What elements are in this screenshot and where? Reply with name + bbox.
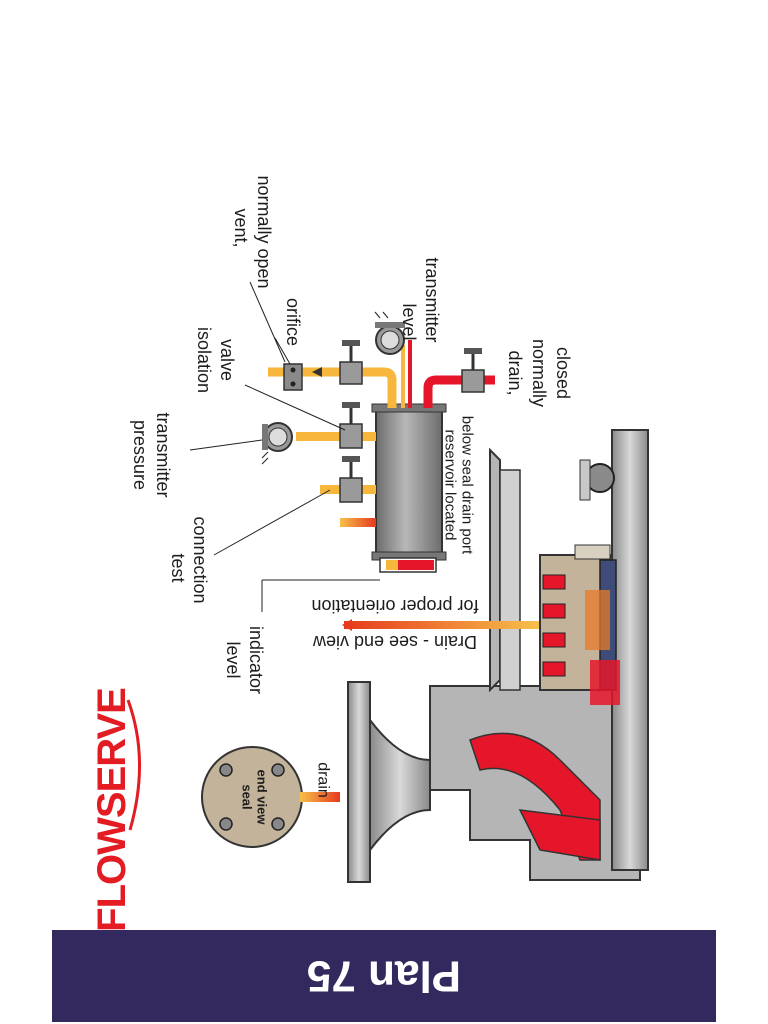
- label-drain-note-2: for proper orientation: [311, 596, 478, 616]
- label-vent-2: normally open: [254, 175, 274, 288]
- leader-vent: [249, 281, 286, 363]
- label-pressure-transmitter-1: pressure: [130, 420, 150, 490]
- seal-drain-arrow: [342, 619, 352, 631]
- title-banner: [52, 930, 716, 1022]
- label-level-indicator-1: level: [223, 641, 243, 678]
- level-transmitter: [374, 311, 405, 355]
- drain-valve: [461, 348, 485, 393]
- label-reservoir-2: below seal drain port: [459, 416, 476, 555]
- leader-test-connection: [213, 489, 331, 556]
- leader-isolation-valve: [244, 384, 346, 431]
- label-drain-closed-1: drain,: [505, 350, 525, 395]
- test-connection-valve: [339, 456, 363, 503]
- seal-drain-pipe: [344, 621, 539, 629]
- orifice: [283, 363, 303, 391]
- seal-end-view-line1: seal: [240, 784, 255, 809]
- seal-end-view: seal end view: [201, 746, 303, 848]
- logo-swoosh: [126, 699, 141, 831]
- label-test-connection-1: test: [168, 553, 188, 582]
- label-level-indicator-2: indicator: [246, 626, 266, 694]
- label-test-connection-2: connection: [190, 516, 210, 603]
- pressure-transmitter: [261, 422, 293, 465]
- end-view-drain-label: drain: [315, 762, 332, 798]
- leader-pressure-transmitter: [189, 439, 263, 451]
- label-drain-note-1: Drain - see end view: [312, 632, 477, 652]
- end-view-drain-pipe: [300, 792, 340, 802]
- page-title: Plan 75: [307, 952, 461, 1001]
- label-drain-closed-2: normally: [529, 339, 549, 407]
- mechanical-seal: [539, 544, 620, 705]
- drain-piping: [423, 375, 495, 408]
- reservoir: [371, 403, 447, 561]
- label-level-transmitter-2: transmitter: [422, 257, 442, 342]
- vent-valve: [339, 340, 363, 385]
- pump-casing: [347, 429, 649, 883]
- vent-piping: [268, 367, 397, 527]
- seal-end-view-line2: end view: [255, 770, 270, 826]
- leader-orifice: [274, 337, 291, 365]
- label-pressure-transmitter-2: transmitter: [153, 412, 173, 497]
- label-level-transmitter-1: level: [399, 303, 419, 340]
- label-reservoir-1: reservoir located: [442, 430, 459, 541]
- label-isolation-valve-1: isolation: [194, 327, 214, 393]
- label-orifice: orifice: [283, 298, 303, 346]
- isolation-valve: [339, 402, 363, 449]
- vent-flow-arrow: [312, 367, 322, 377]
- level-indicator: [379, 557, 437, 573]
- label-isolation-valve-2: valve: [217, 339, 237, 381]
- label-drain-closed-3: closed: [553, 347, 573, 399]
- flowserve-logo: FLOWSERVE: [90, 688, 134, 932]
- label-vent-1: vent,: [231, 208, 251, 247]
